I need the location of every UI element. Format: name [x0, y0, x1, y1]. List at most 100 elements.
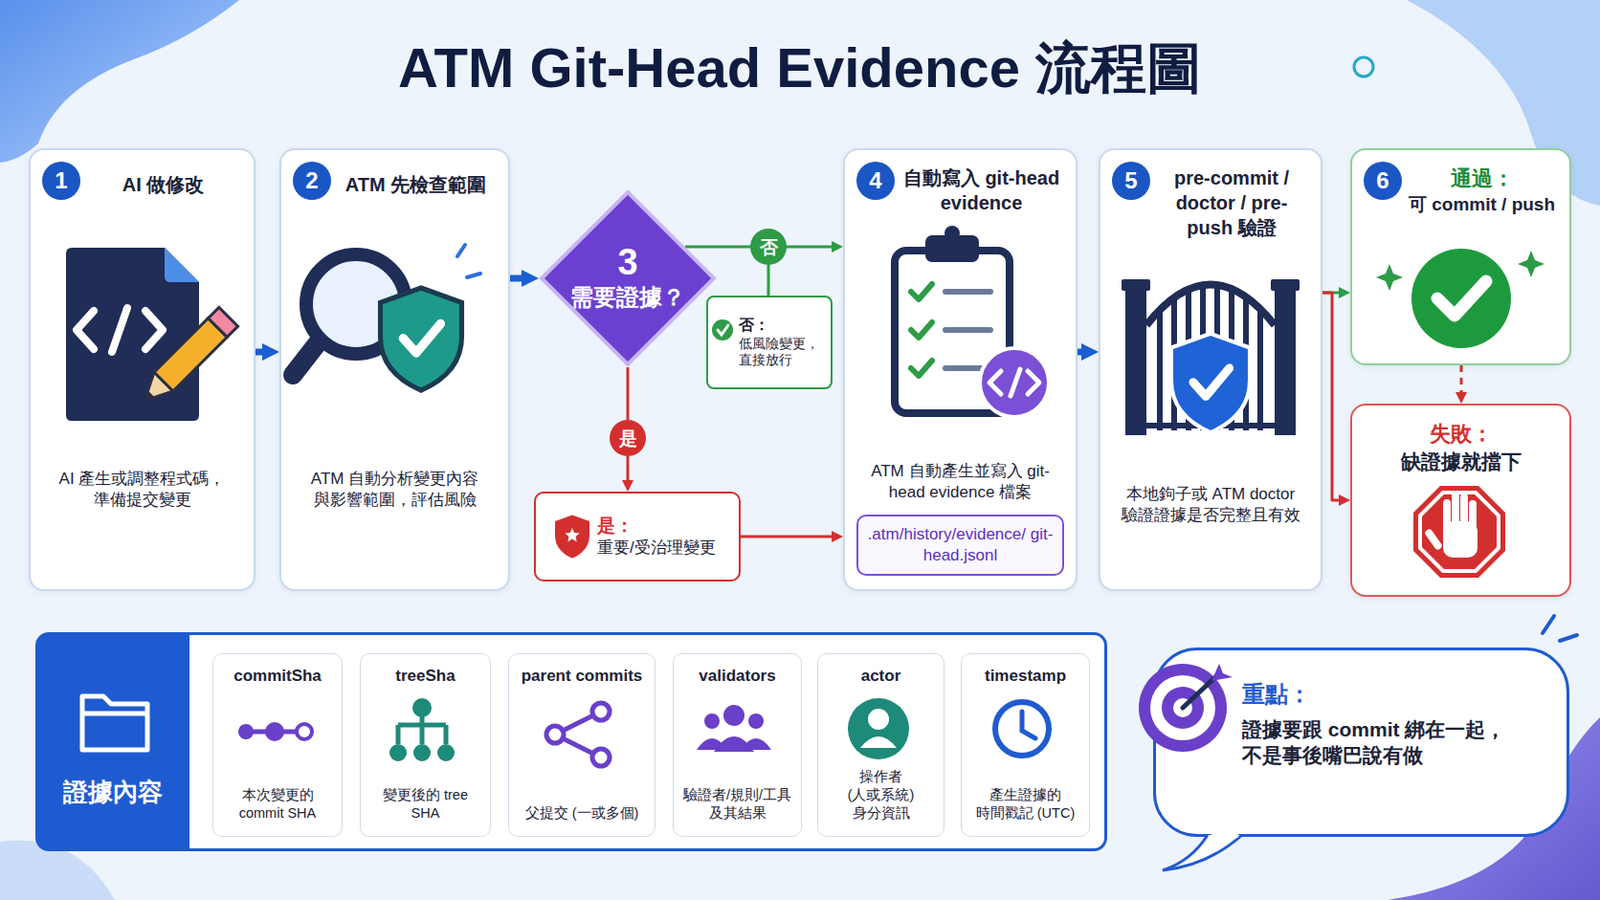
gate-icon [1171, 333, 1250, 433]
diamond-outline [541, 192, 714, 365]
evidence-field: commitSha 本次變更的 commit SHA [212, 653, 343, 838]
flow-arrow [767, 265, 771, 296]
target-icon [1182, 677, 1216, 709]
code-file-icon [66, 247, 200, 422]
gate-icon [1121, 267, 1300, 436]
step-number: 6 [1376, 169, 1389, 193]
pass-icon [1376, 264, 1403, 291]
result-heading: 通過： [1405, 165, 1558, 194]
stop-icon [1460, 493, 1468, 531]
field-description: 產生證據的 時間戳記 (UTC) [969, 786, 1082, 823]
panel-heading: 證據內容 [38, 777, 187, 810]
share-icon [546, 726, 564, 744]
field-description: 本次變更的 commit SHA [221, 786, 334, 823]
step-card: AI 做修改AI 產生或調整程式碼， 準備提交變更1 [28, 148, 256, 592]
background-decoration [1354, 57, 1374, 77]
target-icon [1211, 664, 1233, 682]
gate-icon [1125, 287, 1147, 436]
flow-arrow [786, 245, 833, 249]
sparkle [1542, 616, 1578, 642]
result-description: 缺證據就擋下 [1363, 448, 1558, 475]
star-shield-icon [564, 528, 579, 542]
pencil-icon [134, 372, 174, 411]
gate-icon [1146, 285, 1275, 327]
step-card: ATM 先檢查範圍ATM 自動分析變更內容 與影響範圍，評估風險2 [279, 148, 511, 592]
tree-icon [398, 714, 446, 745]
pencil-icon [208, 307, 239, 337]
decision-diamond: 3需要證據？ [538, 189, 717, 368]
people-icon [696, 738, 728, 751]
gate-icon [1193, 368, 1230, 398]
people-icon [713, 736, 755, 753]
share-icon [592, 703, 610, 721]
pass-icon [1376, 248, 1545, 349]
step-number-badge: 2 [292, 161, 332, 200]
target-icon [1150, 675, 1216, 741]
clipboard-icon [989, 369, 1040, 397]
flow-arrow [740, 535, 833, 539]
pass-icon [1437, 281, 1487, 316]
branch-box: 是：重要/受治理變更 [533, 491, 741, 582]
evidence-field: parent commits父提交 (一或多個) [508, 653, 656, 838]
branch-description: 重要/受治理變更 [597, 537, 732, 559]
bubble-tail [1162, 835, 1243, 871]
step-description: ATM 自動產生並寫入 git-head evidence 檔案 [856, 461, 1065, 504]
magnifier-shield-icon [306, 254, 406, 355]
clipboard-icon [911, 284, 933, 377]
field-name: commitSha [221, 666, 334, 688]
step-heading: AI 做修改 [86, 165, 241, 204]
gate-icon [1274, 287, 1296, 436]
branch-badge: 是 [609, 420, 646, 457]
tree-icon [412, 698, 432, 718]
result-heading: 失敗： [1363, 421, 1558, 449]
pass-icon [1411, 248, 1512, 349]
branch-heading: 否： [738, 315, 825, 336]
bubble-tail [1211, 834, 1239, 839]
evidence-field: actor操作者 (人或系統) 身分資訊 [817, 653, 945, 838]
tree-icon [389, 698, 455, 762]
star-shield-icon [555, 514, 590, 558]
stop-icon [1413, 486, 1506, 578]
field-description: 父提交 (一或多個) [516, 804, 647, 823]
magnifier-shield-icon [380, 288, 463, 391]
evidence-panel: 證據內容commitSha本次變更的 commit SHAtreeSha變更後的… [35, 632, 1108, 852]
flow-arrow [626, 367, 630, 421]
commit-icon [265, 722, 285, 742]
people-icon [696, 705, 772, 753]
person-icon [847, 698, 910, 760]
person-icon [860, 736, 897, 749]
commit-icon [245, 730, 305, 735]
gate-icon [1171, 333, 1250, 433]
code-file-icon [164, 247, 200, 283]
result-card: 失敗：缺證據就擋下 [1350, 403, 1572, 598]
step-heading: pre-commit / doctor / pre-push 驗證 [1154, 165, 1310, 241]
flow-arrow [626, 456, 630, 482]
tree-icon [437, 744, 455, 762]
share-icon [592, 749, 610, 767]
clipboard-icon [894, 250, 1010, 414]
people-icon [740, 738, 772, 751]
field-name: timestamp [969, 666, 1082, 688]
gate-icon [1146, 422, 1275, 429]
branch-box: 否：低風險變更， 直接放行 [706, 295, 833, 390]
file-path: .atm/history/evidence/ git-head.jsonl [864, 524, 1057, 567]
flow-arrow [1322, 292, 1340, 501]
step-card: 自動寫入 git-head evidenceATM 自動產生並寫入 git-he… [843, 148, 1078, 592]
flow-arrow [1077, 349, 1084, 356]
field-name: actor [825, 666, 936, 688]
field-name: treeSha [368, 666, 483, 688]
branch-badge: 否 [750, 228, 787, 266]
gate-icon [1159, 267, 1261, 431]
branch-heading: 是： [597, 514, 732, 539]
branch-description: 低風險變更， 直接放行 [738, 335, 825, 370]
flow-arrow [685, 245, 751, 249]
bubble-tail [1162, 835, 1243, 871]
clipboard-icon [894, 225, 1049, 418]
flow-arrow [510, 275, 524, 283]
callout-heading: 重點： [1242, 679, 1550, 710]
magnifier-shield-icon [457, 244, 481, 278]
background-decoration [0, 0, 240, 163]
evidence-field: timestamp 產生證據的 時間戳記 (UTC) [960, 653, 1090, 838]
field-name: validators [681, 666, 794, 688]
people-icon [748, 713, 764, 730]
